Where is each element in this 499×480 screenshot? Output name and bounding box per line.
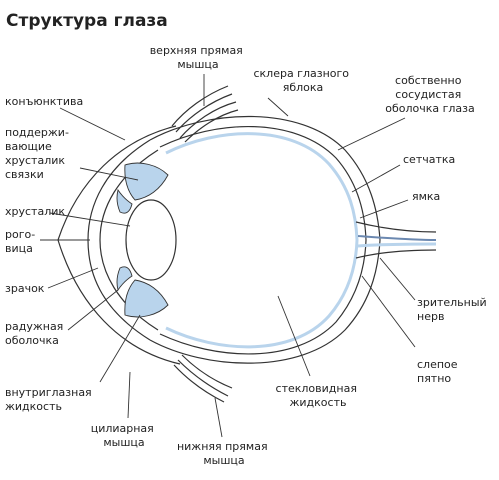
conjunctiva-upper (57, 125, 177, 241)
leader-lines (40, 74, 416, 438)
leader-fovea (359, 199, 409, 219)
label-suspensory-ligaments: поддержи- вающие хрусталик связки (5, 126, 72, 181)
iris-lower (116, 266, 133, 292)
label-choroid: собственно сосудистая оболочка глаза (385, 74, 475, 115)
iris-upper (116, 188, 133, 214)
inferior-rectus-muscle (173, 354, 233, 403)
label-pupil: зрачок (5, 282, 45, 295)
leader-blind-spot (361, 275, 416, 348)
label-iris: радужная оболочка (5, 320, 67, 347)
diagram-title: Структура глаза (6, 11, 168, 31)
ciliary-body-upper (124, 162, 169, 201)
leader-lens (49, 212, 131, 227)
leader-vitreous (277, 295, 311, 377)
leader-pupil (47, 267, 99, 289)
eye-illustration (57, 85, 437, 403)
leader-ligaments (79, 167, 139, 181)
label-sclera: склера глазного яблока (253, 67, 352, 94)
leader-iris (67, 289, 119, 331)
label-blind-spot: слепое пятно (417, 358, 461, 385)
optic-nerve-shape (355, 221, 437, 259)
label-inferior-rectus: нижняя прямая мышца (177, 440, 271, 467)
label-retina: сетчатка (403, 153, 455, 166)
labels: верхняя прямая мышца склера глазного ябл… (5, 44, 490, 467)
conjunctiva-lower (57, 239, 181, 365)
leader-conjunctiva (59, 107, 126, 141)
label-vitreous-humor: стекловидная жидкость (276, 382, 361, 409)
label-aqueous-humor: внутриглазная жидкость (5, 386, 95, 413)
ciliary-body-lower (124, 279, 169, 318)
label-cornea: рого- вица (5, 228, 39, 255)
retina-layer (165, 132, 359, 349)
label-superior-rectus: верхняя прямая мышца (150, 44, 247, 71)
label-lens: хрусталик (5, 205, 65, 218)
leader-optic-nerve (379, 257, 416, 301)
leader-aqueous (99, 314, 141, 383)
leader-ciliary (127, 371, 131, 419)
lens (125, 199, 177, 281)
leader-inferior-rectus (214, 397, 223, 438)
label-optic-nerve: зрительный нерв (417, 296, 490, 323)
sclera-outer (149, 115, 381, 364)
leader-retina (351, 164, 401, 193)
label-conjunctiva: конъюнктива (5, 95, 83, 108)
leader-sclera (267, 97, 289, 117)
label-fovea: ямка (412, 190, 440, 203)
label-ciliary-muscle: цилиарная мышца (91, 422, 158, 449)
choroid-layer (159, 125, 367, 355)
leader-choroid (337, 117, 406, 151)
